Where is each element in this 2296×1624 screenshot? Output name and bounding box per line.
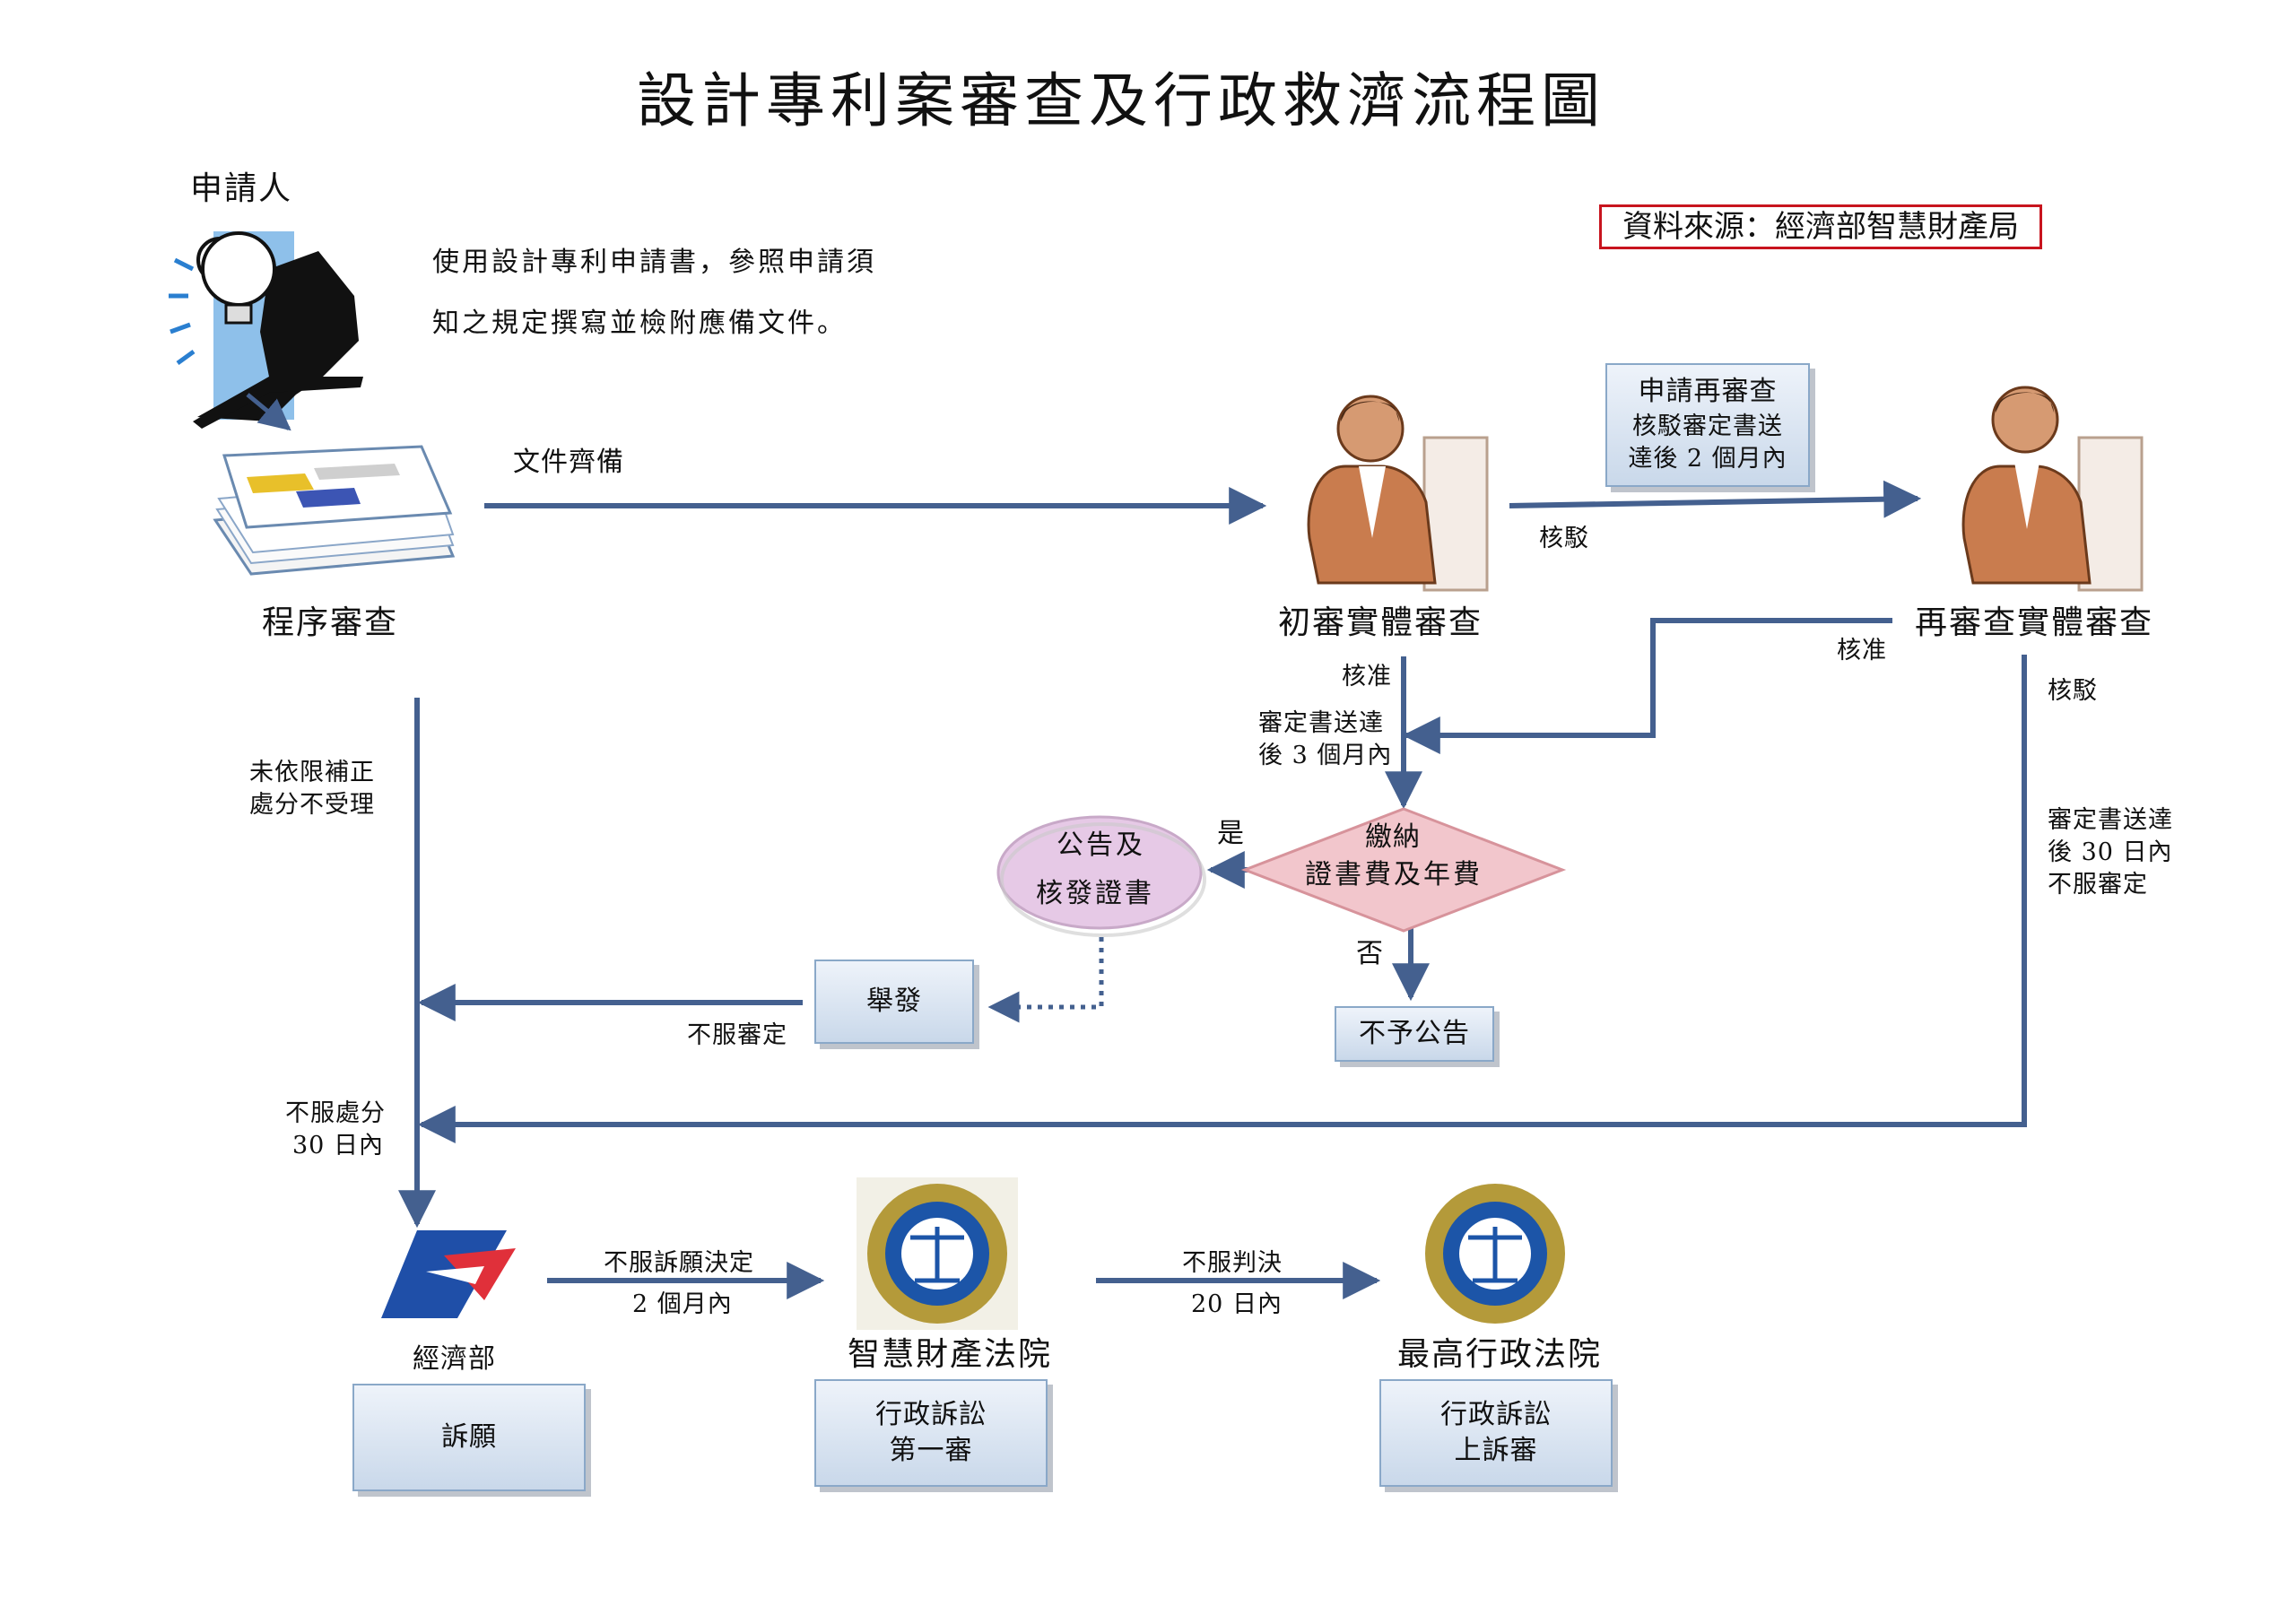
edge-disagree-judgment-line1: 不服判決 bbox=[1182, 1249, 1283, 1277]
edge-deadline-30d-line2: 後 30 日內 bbox=[2048, 838, 2173, 866]
supreme-court-label: 最高行政法院 bbox=[1397, 1336, 1603, 1373]
moea-logo bbox=[381, 1230, 516, 1318]
moea-label: 經濟部 bbox=[413, 1343, 496, 1375]
edge-reject-1: 核駁 bbox=[1539, 525, 1589, 552]
edge-reject-2: 核駁 bbox=[2048, 677, 2098, 705]
edge-not-corrected-line1: 未依限補正 bbox=[249, 759, 375, 786]
reexam-request-detail-2: 達後 2 個月內 bbox=[1628, 445, 1787, 473]
reexam-request-detail-1: 核駁審定書送 bbox=[1632, 412, 1783, 440]
invalidation-label: 舉發 bbox=[866, 985, 922, 1017]
edge-deadline-3m-line2: 後 3 個月內 bbox=[1258, 742, 1393, 769]
admin-first-label-1: 行政訴訟 bbox=[875, 1398, 987, 1430]
edge-no: 否 bbox=[1356, 938, 1384, 969]
edge-disagree-disposition-line2: 30 日內 bbox=[292, 1132, 384, 1159]
publish-label-line2: 核發證書 bbox=[1036, 878, 1154, 909]
edge-disagree-judgment-line2: 20 日內 bbox=[1191, 1290, 1283, 1318]
ip-court-seal bbox=[857, 1177, 1018, 1330]
page-title: 設計專利案審查及行政救濟流程圖 bbox=[637, 66, 1605, 135]
edge-docs-ready: 文件齊備 bbox=[513, 447, 624, 478]
edge-approve-first: 核准 bbox=[1342, 663, 1392, 690]
publish-label-line1: 公告及 bbox=[1057, 829, 1145, 861]
edge-disagree-appeal-line2: 2 個月內 bbox=[632, 1290, 733, 1318]
arrow-reexam-approve bbox=[1402, 618, 1892, 754]
reexam-request-title: 申請再審查 bbox=[1638, 376, 1778, 408]
no-publish-box: 不予公告 bbox=[1335, 1006, 1494, 1062]
edge-disagree-disposition-line1: 不服處分 bbox=[285, 1099, 386, 1127]
procedure-review-label: 程序審查 bbox=[262, 604, 399, 641]
admin-appeal-box: 行政訴訟 上訴審 bbox=[1379, 1379, 1613, 1487]
fee-label-line2: 證書費及年費 bbox=[1305, 859, 1483, 890]
examiner-illustration-2 bbox=[1961, 386, 2144, 592]
examiner-illustration-1 bbox=[1307, 395, 1489, 592]
edge-deadline-30d-line3: 不服審定 bbox=[2048, 871, 2148, 899]
admin-appeal-label-2: 上訴審 bbox=[1454, 1435, 1538, 1466]
source-note: 資料來源：經濟部智慧財產局 bbox=[1599, 204, 2042, 249]
edge-deadline-3m-line1: 審定書送達 bbox=[1258, 709, 1384, 737]
fee-label-line1: 繳納 bbox=[1365, 821, 1421, 853]
edge-yes: 是 bbox=[1217, 818, 1245, 849]
ip-court-label: 智慧財產法院 bbox=[848, 1336, 1053, 1373]
supreme-court-seal bbox=[1425, 1184, 1565, 1324]
admin-appeal-label-1: 行政訴訟 bbox=[1440, 1398, 1552, 1430]
arrow-reject-to-reexam bbox=[1509, 480, 1922, 518]
reexam-label: 再審查實體審查 bbox=[1915, 604, 2154, 641]
edge-approve-reexam: 核准 bbox=[1837, 637, 1887, 664]
arrow-reexam-reject bbox=[417, 655, 2027, 1143]
applicant-note-line1: 使用設計專利申請書，參照申請須 bbox=[432, 247, 876, 278]
edge-disagree-decision: 不服審定 bbox=[687, 1021, 787, 1049]
edge-not-corrected-line2: 處分不受理 bbox=[249, 791, 375, 819]
applicant-illustration bbox=[169, 231, 363, 431]
arrow-publish-to-invalidation bbox=[987, 937, 1104, 1023]
edge-deadline-30d-line1: 審定書送達 bbox=[2048, 806, 2173, 834]
invalidation-box: 舉發 bbox=[814, 960, 974, 1044]
publish-ellipse bbox=[996, 815, 1203, 930]
admin-first-label-2: 第一審 bbox=[889, 1435, 973, 1466]
first-exam-label: 初審實體審查 bbox=[1278, 604, 1483, 641]
admin-first-box: 行政訴訟 第一審 bbox=[814, 1379, 1048, 1487]
appeal-box: 訴願 bbox=[352, 1384, 586, 1491]
no-publish-label: 不予公告 bbox=[1359, 1017, 1470, 1049]
applicant-label: 申請人 bbox=[190, 170, 293, 207]
document-stack-illustration bbox=[213, 445, 456, 576]
applicant-note-line2: 知之規定撰寫並檢附應備文件。 bbox=[432, 308, 847, 339]
reexam-request-box: 申請再審查 核駁審定書送 達後 2 個月內 bbox=[1605, 363, 1810, 487]
edge-disagree-appeal-line1: 不服訴願決定 bbox=[604, 1249, 754, 1277]
appeal-label: 訴願 bbox=[441, 1420, 497, 1453]
fee-diamond bbox=[1240, 807, 1567, 933]
